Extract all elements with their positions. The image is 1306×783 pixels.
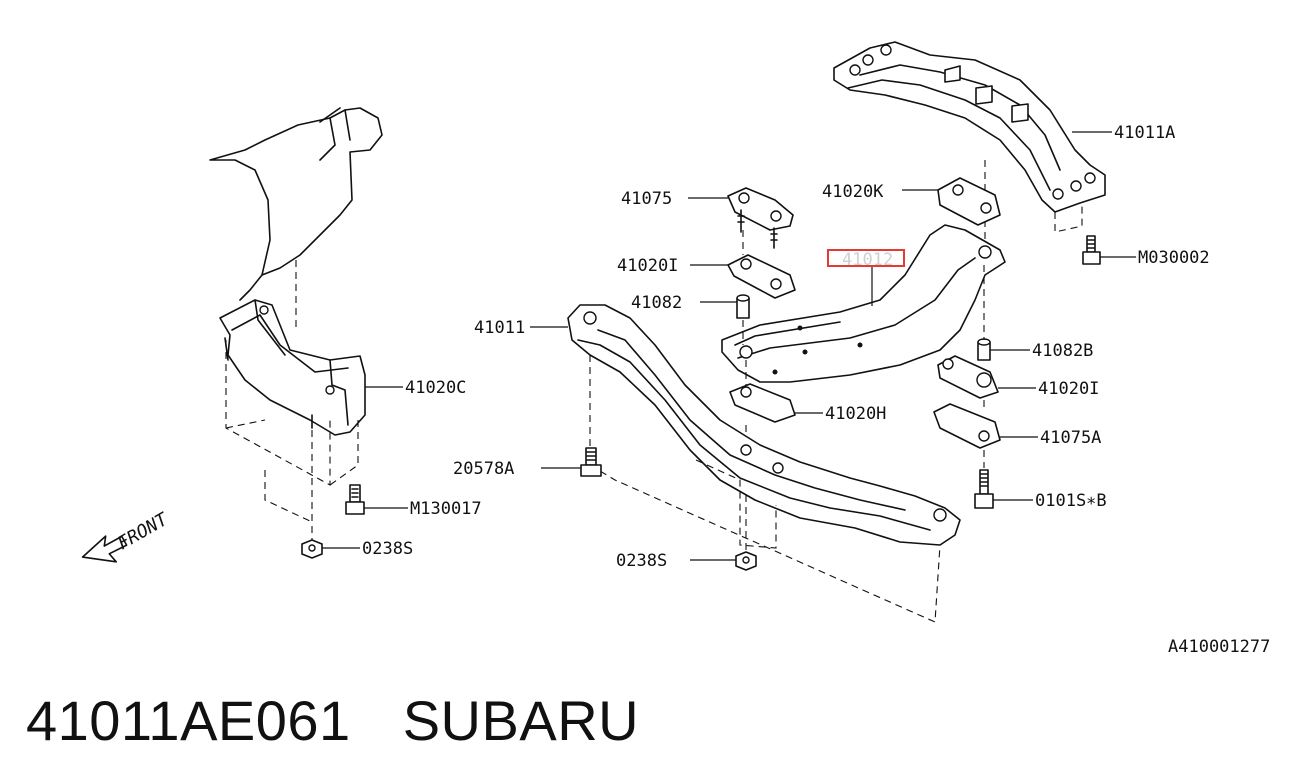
mount-bracket-41020C: [219, 299, 366, 436]
label-M130017: M130017: [410, 499, 482, 519]
top-right-projection: [984, 160, 1083, 250]
bracket-41012: [721, 224, 1006, 383]
bolt-M130017: [345, 484, 365, 515]
part-footer: 41011AE061 SUBARU: [26, 680, 639, 760]
plate-41075A: [933, 403, 1001, 449]
crossmember-41011: [567, 304, 961, 546]
label-41075: 41075: [621, 189, 672, 209]
highlight-box-41012: [827, 249, 905, 267]
center-projection-lines: [742, 230, 747, 555]
label-41075A: 41075A: [1040, 428, 1101, 448]
transmission-outline: [209, 107, 383, 301]
insulator-41020H: [729, 383, 796, 423]
plate-41075: [727, 187, 794, 249]
brand-name: SUBARU: [402, 688, 640, 752]
label-41020I-lower: 41020I: [1038, 379, 1099, 399]
bolt-M030002: [1082, 235, 1101, 265]
lower-projection-lines: [589, 355, 941, 623]
label-41020H: 41020H: [825, 404, 886, 424]
insulator-41020K: [937, 177, 1001, 226]
label-41011A: 41011A: [1114, 123, 1175, 143]
nut-0238S-center: [735, 551, 757, 571]
diagram-reference-code: A410001277: [1168, 637, 1270, 657]
front-arrow-label: FRONT: [114, 508, 172, 554]
front-arrow: FRONT: [81, 508, 172, 563]
label-41020C: 41020C: [405, 378, 466, 398]
label-41012: 41012: [842, 250, 893, 270]
crossmember-41011A: [833, 41, 1106, 213]
bolt-0101SB: [974, 469, 994, 509]
spacer-41082B: [977, 338, 991, 361]
label-20578A: 20578A: [453, 459, 514, 479]
label-0101SB: 0101S∗B: [1035, 491, 1107, 511]
label-41082: 41082: [631, 293, 682, 313]
label-0238S-left: 0238S: [362, 539, 413, 559]
leader-lines: [322, 131, 1136, 561]
spacer-41082: [736, 294, 750, 319]
parts-diagram: FRONT: [81, 41, 1270, 657]
part-labels: 41011A 41075 41020K 41012 M030002 41020I…: [362, 123, 1270, 657]
insulator-41020I-upper: [727, 254, 796, 299]
label-0238S-center: 0238S: [616, 551, 667, 571]
left-projection-lines: [225, 260, 359, 545]
label-M030002: M030002: [1138, 248, 1210, 268]
bolt-20578A: [580, 447, 602, 477]
nut-0238S-left: [301, 539, 323, 559]
label-41082B: 41082B: [1032, 341, 1093, 361]
part-number: 41011AE061: [26, 688, 351, 752]
insulator-41020I-lower: [937, 355, 999, 399]
label-41020I-upper: 41020I: [617, 256, 678, 276]
label-41011: 41011: [474, 318, 525, 338]
label-41020K: 41020K: [822, 182, 884, 202]
